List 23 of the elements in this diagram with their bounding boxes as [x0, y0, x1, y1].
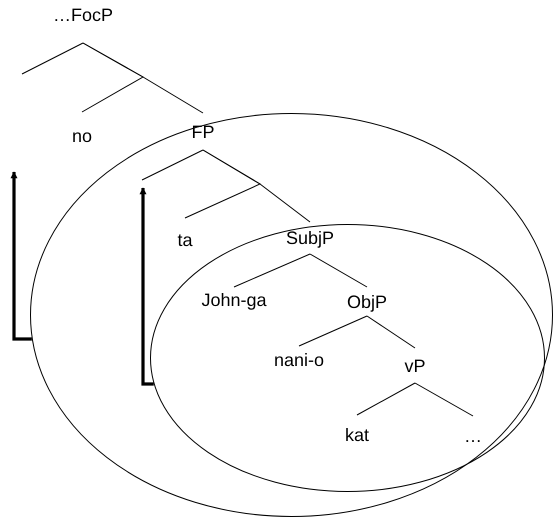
tree-node-label: nani-o — [262, 346, 336, 370]
movement-arrow — [10, 171, 32, 341]
tree-node-label: vP — [397, 348, 433, 383]
tree-node-label: John-ga — [188, 287, 280, 310]
tree-branch — [82, 42, 204, 114]
tree-branch — [298, 316, 368, 346]
tree-node-label: ta — [170, 218, 200, 250]
enclosing-ellipse — [150, 224, 545, 492]
tree-branch — [202, 150, 310, 222]
tree-node-label: SubjP — [280, 222, 340, 254]
tree-node-label: kat — [338, 415, 376, 445]
tree-branch — [310, 254, 368, 288]
tree-node-label: … — [458, 416, 488, 446]
tree-branch — [366, 316, 416, 348]
tree-branch — [414, 382, 474, 416]
tree-node-label: …FocP — [37, 5, 129, 43]
tree-node-label: ObjP — [336, 287, 398, 316]
tree-branch — [356, 382, 416, 416]
tree-node-label: FP — [183, 113, 223, 150]
enclosing-ellipse — [30, 113, 553, 517]
movement-arrow — [140, 187, 154, 386]
tree-branch — [234, 254, 310, 288]
tree-node-label: no — [62, 112, 102, 146]
